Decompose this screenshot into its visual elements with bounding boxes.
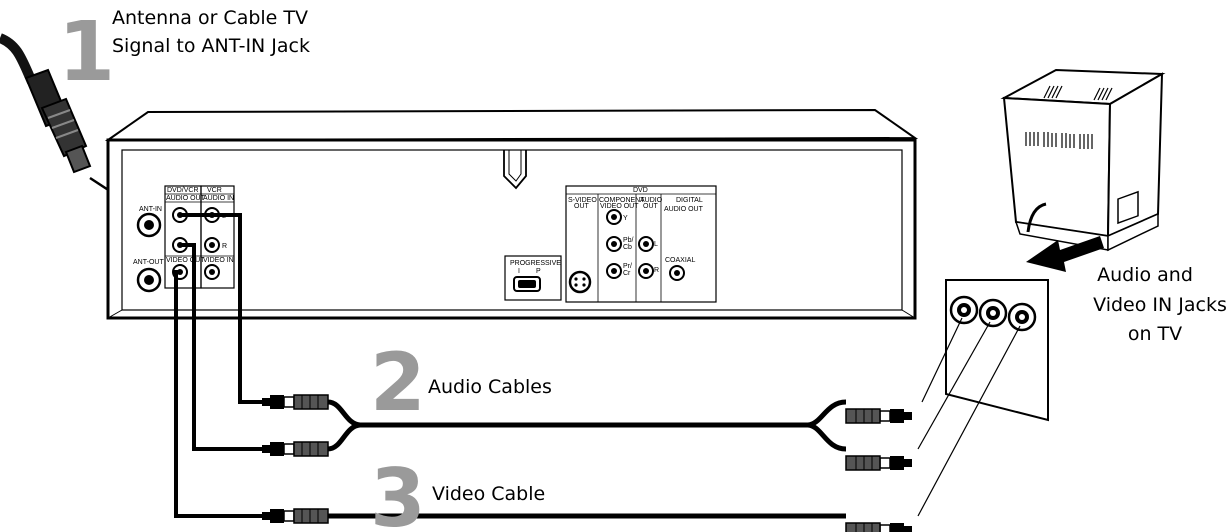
audio-in-label: AUDIO IN — [203, 195, 234, 202]
step-2-number: 2 — [370, 336, 426, 429]
coaxial-label: COAXIAL — [665, 257, 695, 264]
tv-label-line-2: Video IN Jacks — [1093, 294, 1227, 316]
cable-runs — [174, 213, 262, 518]
dvd-audio-out-label-1: AUDIO — [640, 197, 663, 204]
step-3-number: 3 — [370, 452, 426, 532]
step-1-number: 1 — [58, 5, 115, 100]
dvd-vcr-header: DVD/VCR — [167, 187, 199, 194]
tv-video-in-jack[interactable] — [1007, 302, 1037, 332]
dvd-audio-l-jack[interactable] — [638, 236, 654, 252]
tv-leader-lines — [917, 317, 1021, 517]
step-1-label-line-2: Signal to ANT-IN Jack — [112, 35, 310, 57]
vcr-audio-r-label: R — [222, 243, 227, 250]
pr-label-1: Pr/ — [623, 263, 632, 270]
dvd-audio-r-label: R — [654, 267, 659, 274]
vcr-header: VCR — [207, 187, 222, 194]
left-rca-plugs — [262, 394, 329, 524]
audio-cable — [327, 399, 847, 452]
tv-set — [1000, 68, 1166, 252]
tv-label-line-3: on TV — [1128, 323, 1182, 345]
step-3-label: Video Cable — [432, 483, 545, 505]
audio-out-label: AUDIO OUT — [166, 195, 206, 202]
ant-in-jack[interactable] — [136, 212, 162, 238]
vcr-video-in-jack[interactable] — [204, 264, 220, 280]
dvd-header: DVD — [633, 187, 648, 194]
video-in-label: VIDEO IN — [203, 257, 234, 264]
vcr-audio-in-r-jack[interactable] — [204, 237, 220, 253]
dvd-audio-l-label: L — [654, 241, 658, 248]
progressive-switch[interactable] — [513, 276, 541, 292]
dvd-audio-out-label-2: OUT — [643, 203, 659, 210]
s-video-out-label-2: OUT — [574, 203, 590, 210]
component-y-jack[interactable] — [606, 209, 622, 225]
progressive-p-label: P — [536, 268, 541, 275]
pb-label-2: Cb — [623, 244, 632, 251]
dvd-vcr-unit — [104, 108, 919, 320]
tv-label-line-1: Audio and — [1097, 264, 1193, 286]
y-label: Y — [623, 215, 628, 222]
tv-audio-r-jack[interactable] — [978, 298, 1008, 328]
ant-out-jack[interactable] — [136, 267, 162, 293]
right-rca-plugs — [845, 408, 912, 532]
step-1-label-line-1: Antenna or Cable TV — [112, 7, 308, 29]
dvd-output-block — [565, 185, 717, 303]
ant-in-label: ANT-IN — [139, 206, 162, 213]
s-video-jack[interactable] — [568, 270, 592, 294]
progressive-box — [504, 255, 562, 301]
pb-label-1: Pb/ — [623, 237, 634, 244]
s-video-out-label-1: S-VIDEO — [568, 197, 597, 204]
progressive-i-label: I — [518, 268, 520, 275]
component-pr-jack[interactable] — [606, 263, 622, 279]
video-out-label: VIDEO OUT — [166, 257, 205, 264]
dvd-audio-r-jack[interactable] — [638, 263, 654, 279]
pr-label-2: Cr — [623, 270, 631, 277]
component-label-1: COMPONENT — [599, 197, 645, 204]
digital-audio-out-label-1: DIGITAL — [676, 197, 703, 204]
av-jack-block — [164, 185, 235, 289]
digital-audio-out-label-2: AUDIO OUT — [664, 206, 704, 213]
ant-out-label: ANT-OUT — [133, 259, 164, 266]
component-pb-jack[interactable] — [606, 236, 622, 252]
step-2-label: Audio Cables — [428, 376, 552, 398]
progressive-label: PROGRESSIVE — [510, 260, 561, 267]
coaxial-jack[interactable] — [669, 265, 685, 281]
arrow-icon — [1026, 236, 1104, 272]
component-label-2: VIDEO OUT — [600, 203, 639, 210]
tv-audio-l-jack[interactable] — [949, 295, 979, 325]
